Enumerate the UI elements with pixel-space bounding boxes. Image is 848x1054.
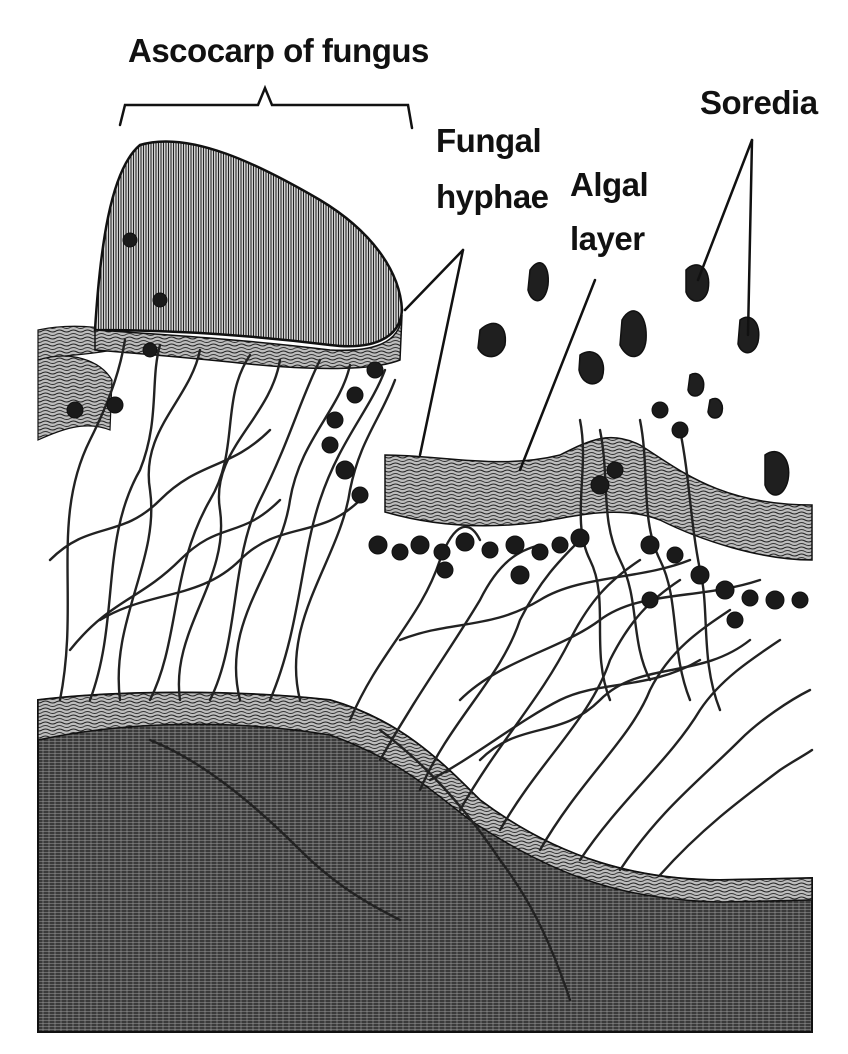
soredia-pointer-2 — [748, 140, 752, 335]
ascocarp — [95, 141, 402, 368]
ascocarp-label: Ascocarp of fungus — [128, 34, 429, 67]
soredia-label: Soredia — [700, 86, 818, 119]
fungal-hyphae-label-line2: hyphae — [436, 180, 549, 213]
ascocarp-bracket — [120, 88, 412, 128]
algal-layer-label-line1: Algal — [570, 168, 648, 201]
algal-layer-label-line2: layer — [570, 222, 645, 255]
soredia-pointer-1 — [698, 140, 752, 280]
fungal-hyphae-pointer-2 — [420, 250, 463, 455]
fungal-hyphae-label-line1: Fungal — [436, 124, 541, 157]
fungal-hyphae-pointer-1 — [405, 250, 463, 310]
lower-cortex — [38, 693, 812, 1033]
